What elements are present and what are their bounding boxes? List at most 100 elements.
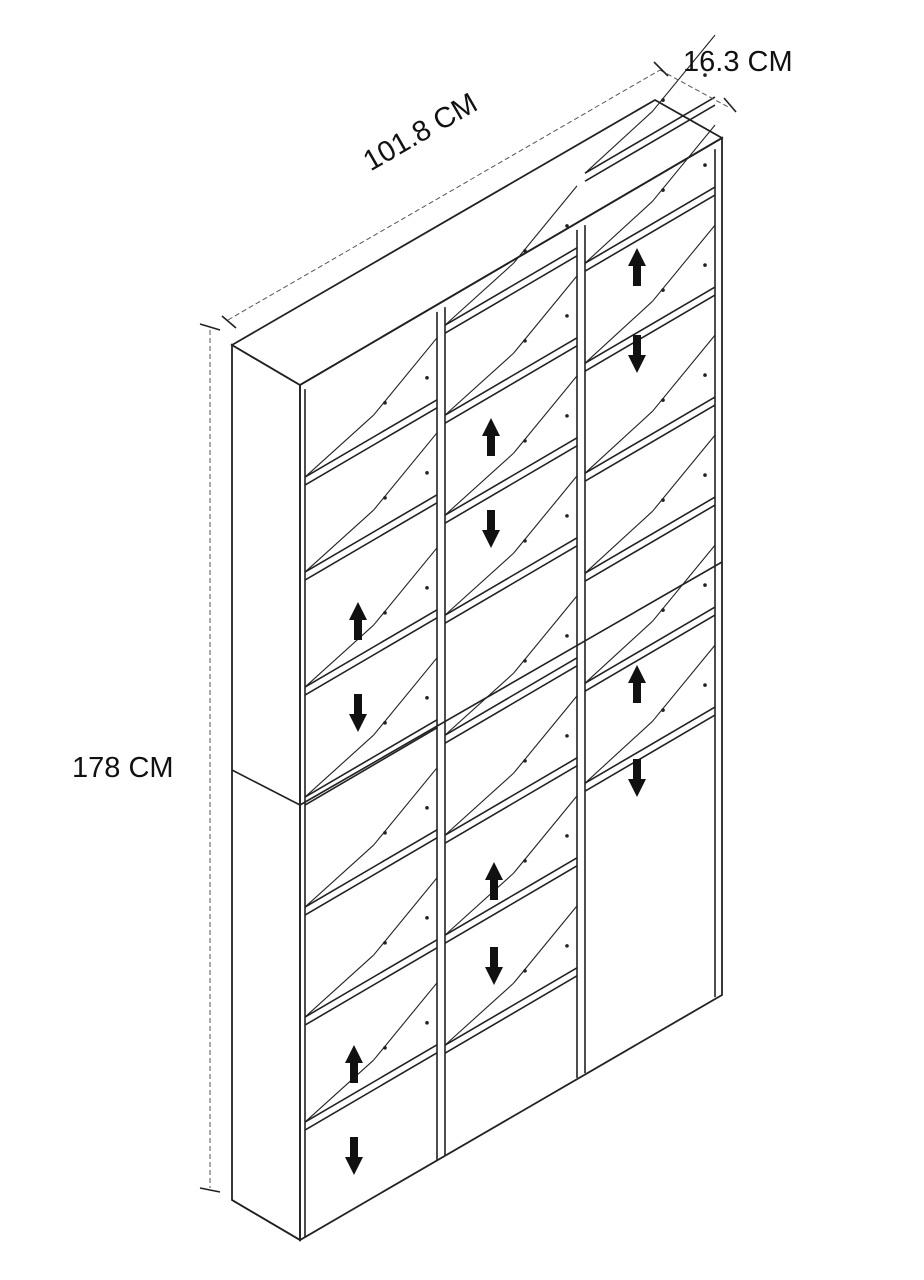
shelf-pin-hole — [565, 414, 569, 418]
shelf-pin-hole — [565, 634, 569, 638]
shelf-bottom-edge — [304, 617, 438, 696]
shelf-pin-hole — [425, 916, 429, 920]
shelf-depth-edge — [584, 620, 653, 684]
shelf-pin-hole — [523, 659, 527, 663]
shelf-front-edge — [444, 757, 578, 836]
shelf-front-edge — [444, 537, 578, 616]
shelf-pin-hole — [523, 249, 527, 253]
shelf-bottom-edge — [304, 1052, 438, 1131]
shelf-depth-edge — [584, 110, 653, 174]
shelf-depth-edge — [304, 954, 375, 1018]
shelf-depth-edge — [444, 262, 515, 326]
shelf-pin-hole — [565, 834, 569, 838]
shelf-pin-hole — [703, 263, 707, 267]
shelf-depth-edge — [584, 200, 653, 264]
shelf-down-arrow-icon — [628, 335, 646, 373]
unit-seam-front — [299, 561, 723, 806]
shelf-bottom-edge — [304, 947, 438, 1026]
shelf-bottom-edge — [304, 727, 438, 806]
shelf-front-edge — [584, 96, 716, 174]
shelf-pin-hole — [703, 163, 707, 167]
shelf-bottom-edge — [444, 255, 578, 334]
shelf-front-edge — [584, 186, 716, 264]
shelf-front-edge — [304, 829, 438, 908]
shelf-pin-hole — [703, 583, 707, 587]
shelf-bottom-edge — [444, 445, 578, 524]
shelf-pin-hole — [425, 806, 429, 810]
shelf-up-arrow-icon — [482, 418, 500, 456]
shelf-depth-edge — [444, 552, 515, 616]
shelf-depth-edge — [444, 672, 515, 736]
shelf-front-edge — [304, 1044, 438, 1123]
shelf-depth-edge — [304, 414, 375, 478]
shelf-pin-hole — [565, 514, 569, 518]
unit-seam-side — [231, 769, 301, 806]
shelf-depth-edge — [444, 772, 515, 836]
shelf-pin-hole — [425, 1021, 429, 1025]
shelf-front-edge — [444, 857, 578, 936]
shelf-down-arrow-icon — [345, 1137, 363, 1175]
shelf-bottom-edge — [584, 714, 716, 792]
shelf-down-arrow-icon — [482, 510, 500, 548]
shelf-bottom-edge — [304, 407, 438, 486]
shelf-up-arrow-icon — [628, 248, 646, 286]
shelf-pin-hole — [383, 721, 387, 725]
shelf-depth-edge — [584, 300, 653, 364]
shelf-front-edge — [584, 706, 716, 784]
width-dimension-line — [227, 69, 661, 321]
shelf-pin-hole — [565, 734, 569, 738]
height-dimension-label: 178 CM — [72, 752, 174, 784]
shelf-pin-hole — [565, 224, 569, 228]
shelf-pin-hole — [383, 611, 387, 615]
shelf-pin-hole — [661, 608, 665, 612]
shelf-pin-hole — [703, 373, 707, 377]
shelf-front-edge — [304, 609, 438, 688]
shelf-pin-hole — [565, 314, 569, 318]
shelf-bottom-edge — [444, 665, 578, 744]
shelf-bottom-edge — [444, 765, 578, 844]
shelf-front-edge — [584, 606, 716, 684]
shelf-depth-edge — [584, 510, 653, 574]
shelf-pin-hole — [661, 188, 665, 192]
shelf-bottom-edge — [444, 345, 578, 424]
shelf-pin-hole — [383, 401, 387, 405]
shelf-bottom-edge — [584, 504, 716, 582]
shelf-depth-edge — [444, 452, 515, 516]
shelf-depth-edge — [304, 734, 375, 798]
shelf-depth-edge — [304, 624, 375, 688]
shelf-pin-hole — [523, 339, 527, 343]
shelf-front-edge — [444, 337, 578, 416]
shelf-pin-hole — [703, 683, 707, 687]
shelf-bottom-edge — [584, 614, 716, 692]
depth-dimension-label: 16.3 CM — [683, 46, 793, 78]
front-frame — [299, 136, 723, 1242]
dimension-tick — [723, 97, 737, 113]
shelf-front-edge — [304, 494, 438, 573]
shelf-depth-edge — [444, 352, 515, 416]
shelf-depth-edge — [304, 509, 375, 573]
shelf-pin-hole — [383, 496, 387, 500]
shelf-pin-hole — [661, 708, 665, 712]
shelf-bottom-edge — [584, 194, 716, 272]
side-panel — [231, 343, 301, 1242]
shelf-bottom-edge — [304, 502, 438, 581]
shelf-front-edge — [444, 437, 578, 516]
shelf-front-edge — [304, 399, 438, 478]
shelf-pin-hole — [703, 73, 707, 77]
shelf-bottom-edge — [584, 294, 716, 372]
bottom-edge — [231, 1199, 301, 1241]
shelf-down-arrow-icon — [349, 694, 367, 732]
depth-dimension-line — [659, 69, 731, 109]
shelf-front-edge — [584, 286, 716, 364]
shelf-pin-hole — [523, 439, 527, 443]
shelf-up-arrow-icon — [485, 862, 503, 900]
shelf-pin-hole — [523, 759, 527, 763]
shelf-pin-hole — [383, 1046, 387, 1050]
shelf-pin-hole — [425, 696, 429, 700]
shelf-depth-edge — [584, 410, 653, 474]
shelf-depth-edge — [584, 720, 653, 784]
shelf-pin-hole — [425, 471, 429, 475]
shelf-pin-hole — [523, 539, 527, 543]
